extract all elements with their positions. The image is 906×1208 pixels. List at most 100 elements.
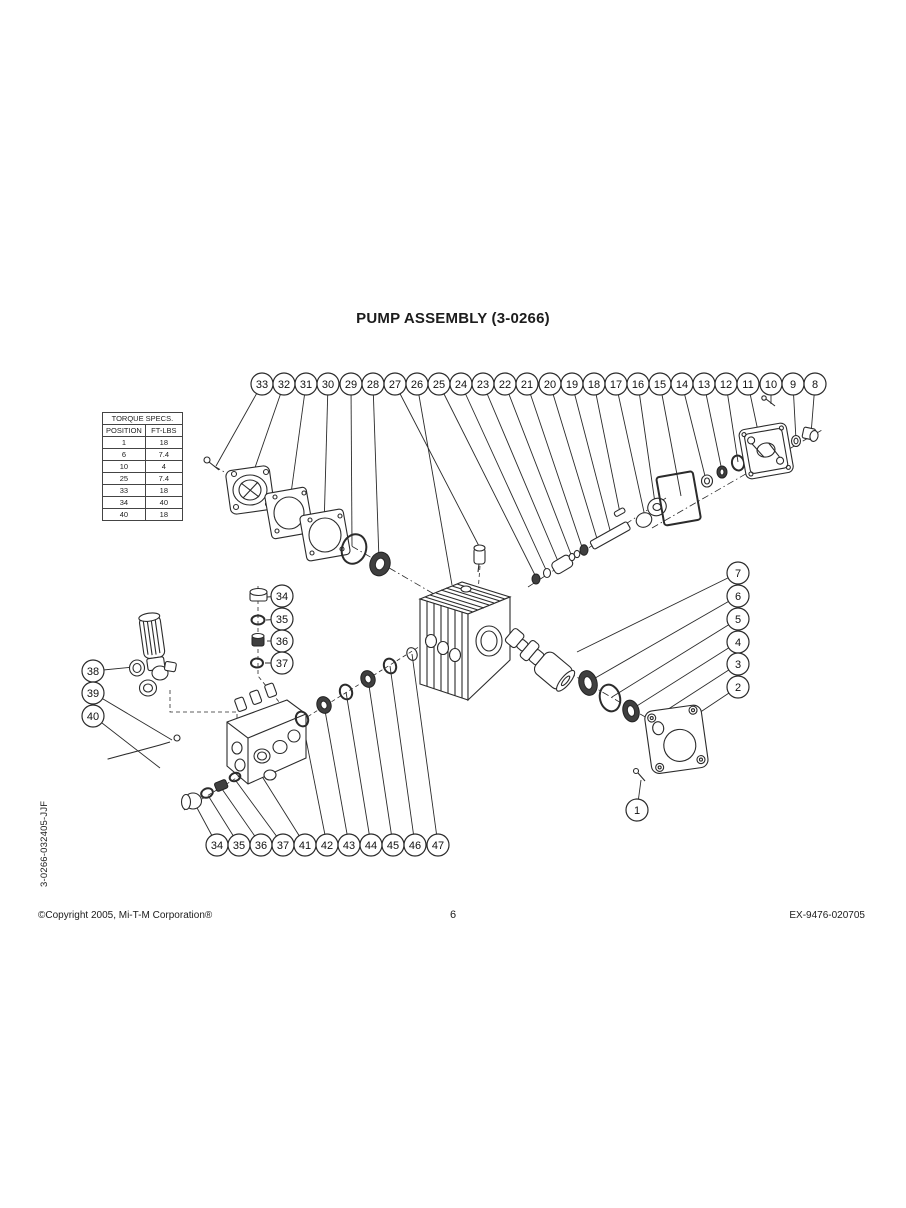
callout-balloon-37 — [270, 651, 294, 675]
callout-balloon-30 — [316, 372, 340, 396]
torque-table-cell: 18 — [144, 508, 183, 521]
callout-number-8: 8 — [812, 379, 818, 391]
callout-number-41: 41 — [299, 840, 311, 852]
leader-line-46 — [389, 665, 416, 846]
leader-line-32 — [249, 383, 285, 483]
leader-line-30 — [323, 383, 329, 529]
leader-line-22 — [504, 383, 573, 558]
leader-line-16 — [637, 383, 656, 504]
callout-balloon-8 — [803, 372, 827, 396]
leader-line-18 — [593, 383, 621, 514]
leader-line-39 — [92, 692, 173, 741]
callout-balloon-1 — [625, 798, 649, 822]
callout-balloon-2 — [726, 675, 750, 699]
oring-29-drawing — [340, 533, 368, 565]
screw-10-drawing — [761, 395, 776, 407]
leader-line-5 — [611, 618, 739, 698]
leader-line-26 — [416, 383, 453, 586]
callout-number-19: 19 — [566, 379, 578, 391]
unloader-valve-drawing — [128, 612, 177, 697]
callout-number-37: 37 — [276, 658, 288, 670]
leader-line-21 — [526, 383, 584, 551]
leader-line-6 — [589, 595, 739, 682]
leader-line-44 — [345, 691, 372, 846]
callout-number-39: 39 — [87, 688, 99, 700]
bearing-cover-drawing — [225, 465, 275, 515]
callout-number-2: 2 — [735, 682, 741, 694]
callout-number-5: 5 — [735, 614, 741, 626]
bearing-28-drawing — [369, 551, 391, 577]
callout-number-9: 9 — [790, 379, 796, 391]
leader-line-12 — [725, 383, 739, 463]
leader-line-37 — [235, 780, 284, 846]
plunger-parts-drawing — [531, 497, 667, 585]
callout-number-25: 25 — [433, 379, 445, 391]
leader-line-27 — [394, 383, 481, 549]
callout-number-35: 35 — [233, 840, 245, 852]
callout-number-23: 23 — [477, 379, 489, 391]
bolt-33-drawing — [203, 456, 220, 471]
callout-number-31: 31 — [300, 379, 312, 391]
callout-number-42: 42 — [321, 840, 333, 852]
callout-number-17: 17 — [610, 379, 622, 391]
callout-balloon-34 — [270, 584, 294, 608]
mounting-flange-drawing — [644, 704, 709, 774]
leader-line-20 — [549, 383, 599, 543]
check-valve-kit-drawing — [249, 587, 268, 669]
leader-line-19 — [571, 383, 612, 535]
callout-number-43: 43 — [343, 840, 355, 852]
callout-number-20: 20 — [544, 379, 556, 391]
callout-number-7: 7 — [735, 568, 741, 580]
callout-balloon-40 — [81, 704, 105, 728]
callout-balloon-11 — [736, 372, 760, 396]
callout-balloon-3 — [726, 652, 750, 676]
ring-9-plug-8-drawing — [790, 426, 819, 448]
leader-line-47 — [411, 653, 439, 846]
callout-number-12: 12 — [720, 379, 732, 391]
pump-crankcase-drawing — [418, 581, 512, 702]
callout-number-16: 16 — [632, 379, 644, 391]
footer-doc-code: EX-9476-020705 — [789, 910, 865, 921]
callout-number-33: 33 — [256, 379, 268, 391]
callout-balloon-6 — [726, 584, 750, 608]
callout-number-32: 32 — [278, 379, 290, 391]
leader-line-14 — [681, 383, 707, 481]
leader-line-7 — [576, 572, 739, 653]
callout-number-38: 38 — [87, 666, 99, 678]
bearing-6-drawing — [578, 670, 598, 696]
leader-line-4 — [631, 641, 739, 710]
callout-number-34: 34 — [276, 591, 288, 603]
oring-5-drawing — [598, 683, 622, 713]
leader-line-28 — [372, 383, 380, 561]
callout-number-26: 26 — [411, 379, 423, 391]
callout-number-34: 34 — [211, 840, 223, 852]
callout-balloon-21 — [515, 372, 539, 396]
valve-27-drawing — [473, 544, 486, 573]
page-title: PUMP ASSEMBLY (3-0266) — [356, 310, 550, 327]
leader-line-24 — [460, 383, 548, 573]
callout-number-21: 21 — [521, 379, 533, 391]
leader-line-23 — [482, 383, 561, 567]
leader-line-45 — [367, 678, 394, 846]
gasket-15-drawing — [655, 470, 702, 527]
bolt-1-drawing — [632, 767, 646, 782]
callout-number-37: 37 — [277, 840, 289, 852]
leader-line-15 — [659, 383, 682, 497]
callout-number-24: 24 — [455, 379, 467, 391]
plunger-seal-row-drawing — [294, 647, 418, 728]
footer-page-number: 6 — [449, 909, 457, 921]
callout-number-44: 44 — [365, 840, 377, 852]
cover-plate-drawing — [738, 422, 794, 480]
leader-line-43 — [323, 704, 350, 846]
callout-number-3: 3 — [735, 659, 741, 671]
torque-table-cell: 18 — [144, 484, 183, 497]
leader-line-41 — [257, 769, 306, 846]
